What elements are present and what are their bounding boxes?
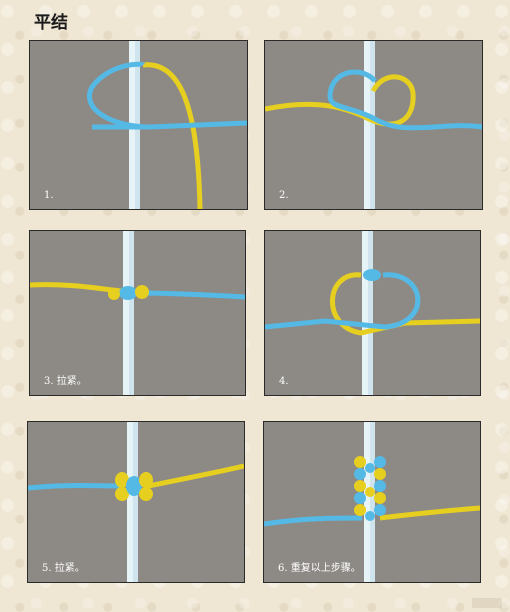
- step-6-caption: 6. 重复以上步骤。: [278, 563, 361, 574]
- step-3-caption: 3. 拉紧。: [44, 376, 87, 387]
- step-2-photo: 2.: [264, 40, 483, 210]
- step-4-caption: 4.: [279, 376, 289, 387]
- step-5-photo: 5. 拉紧。: [27, 421, 245, 583]
- page-title: 平结: [34, 13, 68, 33]
- step-1-illustration: [87, 41, 247, 209]
- step-1-caption: 1.: [44, 190, 54, 201]
- step-4-photo: 4.: [264, 230, 481, 396]
- step-2-illustration: [265, 41, 482, 209]
- step-3-photo: 3. 拉紧。: [29, 230, 246, 396]
- step-3-illustration: [30, 231, 245, 395]
- step-6-illustration: [264, 422, 480, 582]
- step-5-caption: 5. 拉紧。: [42, 563, 85, 574]
- watermark: [472, 598, 502, 608]
- step-6-photo: 6. 重复以上步骤。: [263, 421, 481, 583]
- step-5-illustration: [28, 422, 244, 582]
- step-4-illustration: [265, 231, 480, 395]
- step-2-caption: 2.: [279, 190, 289, 201]
- step-1-photo: 1.: [29, 40, 248, 210]
